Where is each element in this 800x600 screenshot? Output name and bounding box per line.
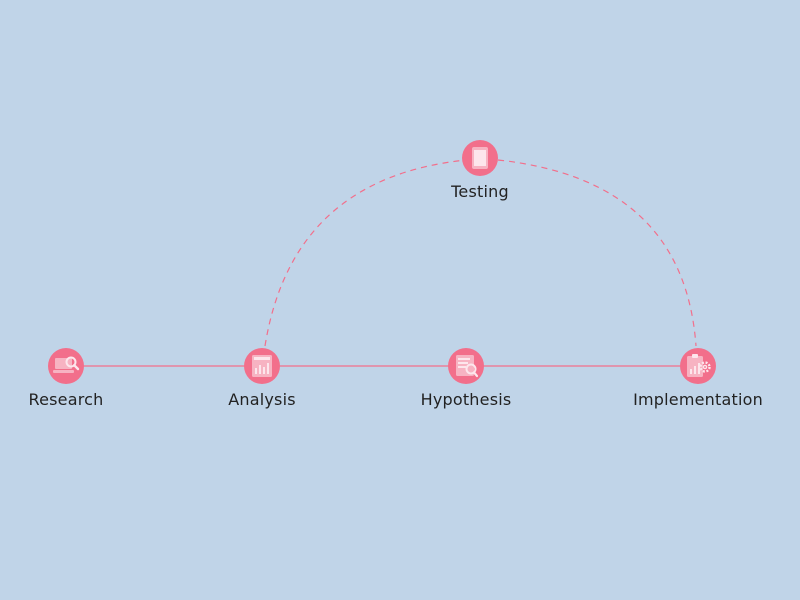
- research-label: Research: [28, 390, 104, 409]
- node-analysis[interactable]: [244, 348, 280, 384]
- implementation-label: Implementation: [633, 390, 763, 409]
- document-search-icon: [456, 355, 479, 378]
- tablet-icon: [472, 147, 488, 169]
- node-research[interactable]: [48, 348, 84, 384]
- hypothesis-label: Hypothesis: [420, 390, 512, 409]
- laptop-search-icon: [53, 356, 80, 373]
- analytics-chart-icon: [252, 355, 272, 377]
- testing-label: Testing: [451, 182, 509, 201]
- node-hypothesis[interactable]: [448, 348, 484, 384]
- node-implementation[interactable]: [680, 348, 716, 384]
- arc-testing-implementation: [497, 159, 697, 347]
- arc-analysis-testing: [264, 159, 467, 347]
- clipboard-gear-icon: [687, 354, 711, 377]
- node-testing[interactable]: [462, 140, 498, 176]
- analysis-label: Analysis: [228, 390, 296, 409]
